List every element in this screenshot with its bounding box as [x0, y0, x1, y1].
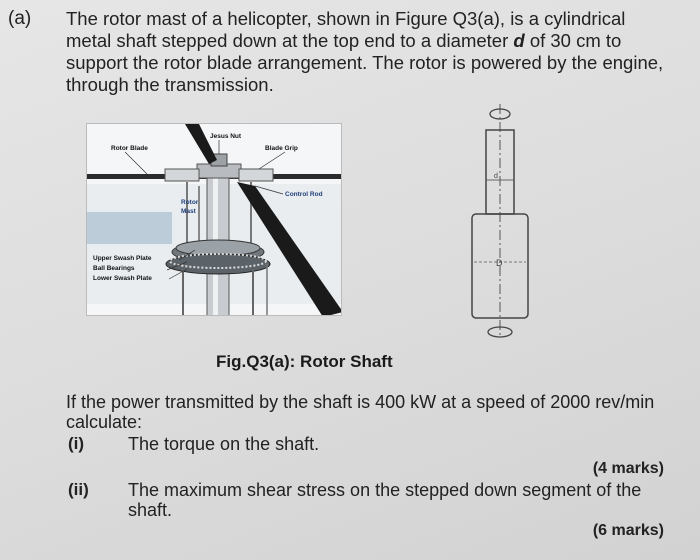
- item-ii-number: (ii): [68, 480, 89, 499]
- diameter-d-symbol: d: [494, 173, 498, 180]
- rotor-hub-photo: Jesus Nut Rotor Blade Blade Grip Control…: [86, 123, 342, 316]
- label-lower-swash-plate: Lower Swash Plate: [93, 275, 152, 282]
- label-control-rod: Control Rod: [285, 191, 323, 198]
- item-i-marks: (4 marks): [592, 460, 664, 477]
- intro-text-1: The rotor mast of a helicopter, shown in…: [66, 8, 626, 51]
- diameter-D-symbol: D: [496, 258, 503, 268]
- label-rotor-blade: Rotor Blade: [111, 145, 148, 152]
- item-i-text: The torque on the shaft.: [128, 434, 320, 454]
- label-jesus-nut: Jesus Nut: [210, 133, 242, 140]
- item-ii-marks: (6 marks): [592, 522, 664, 539]
- stepped-shaft-drawing: d D: [460, 98, 546, 344]
- intro-text-2: of 30 cm to support the rotor blade arra…: [66, 30, 664, 95]
- figure-caption: Fig.Q3(a): Rotor Shaft: [216, 352, 393, 371]
- label-upper-swash-plate: Upper Swash Plate: [93, 255, 152, 262]
- part-label: (a): [8, 8, 32, 29]
- item-ii-text: The maximum shear stress on the stepped …: [128, 480, 642, 520]
- item-i-number: (i): [68, 434, 85, 453]
- label-blade-grip: Blade Grip: [265, 145, 298, 152]
- label-ball-bearings: Ball Bearings: [93, 265, 135, 272]
- question-stem: If the power transmitted by the shaft is…: [66, 392, 655, 432]
- label-rotor-mast-2: Mast: [181, 208, 197, 215]
- label-rotor-mast-1: Rotor: [181, 199, 199, 206]
- problem-intro: The rotor mast of a helicopter, shown in…: [66, 8, 666, 96]
- diameter-variable: d: [513, 30, 525, 51]
